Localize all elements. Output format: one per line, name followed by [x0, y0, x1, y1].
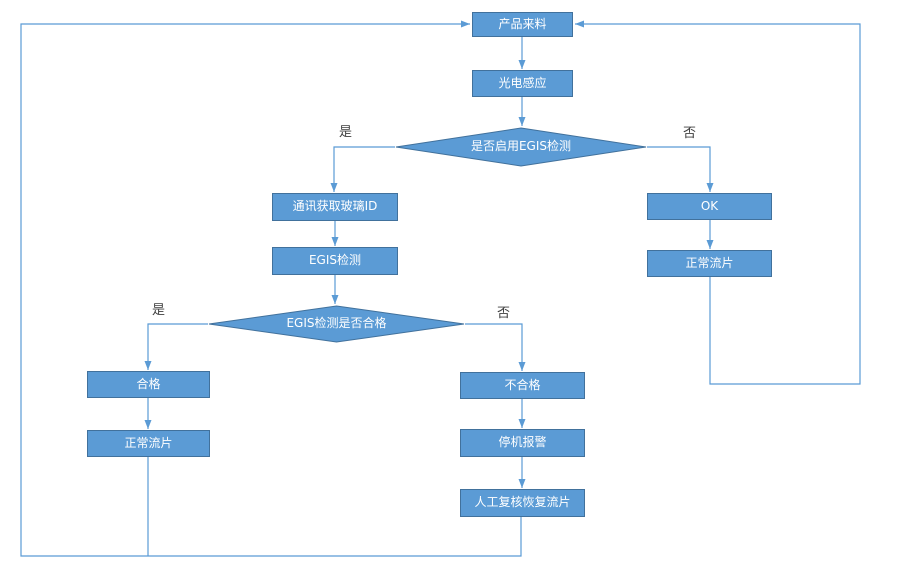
diamond-shape — [395, 127, 647, 167]
node-stop-alarm[interactable]: 停机报警 — [460, 429, 585, 457]
node-unqualified[interactable]: 不合格 — [460, 372, 585, 399]
node-ok[interactable]: OK — [647, 193, 772, 220]
node-normal-flow-right-label: 正常流片 — [685, 255, 734, 270]
node-egis-qualified-decision-label: EGIS检测是否合格 — [286, 316, 387, 331]
node-product-incoming[interactable]: 产品来料 — [472, 12, 573, 37]
edge-label-enable-no: 否 — [683, 126, 697, 141]
edge-label-qualified-no: 否 — [497, 306, 511, 321]
edge-label-qualified-yes: 是 — [152, 303, 166, 318]
node-product-incoming-label: 产品来料 — [498, 16, 547, 31]
node-qualified[interactable]: 合格 — [87, 371, 210, 398]
node-normal-flow-right[interactable]: 正常流片 — [647, 250, 772, 277]
node-photoelectric-sensor[interactable]: 光电感应 — [472, 70, 573, 97]
edge-label-enable-yes: 是 — [339, 125, 353, 140]
node-photoelectric-sensor-label: 光电感应 — [498, 75, 547, 90]
connector-enable-egis-no-to-ok — [647, 146, 714, 192]
node-get-glass-id[interactable]: 通讯获取玻璃ID — [272, 193, 398, 221]
connector-manual-review-loop-to-incoming — [20, 20, 522, 557]
node-manual-review-label: 人工复核恢复流片 — [474, 495, 571, 510]
node-get-glass-id-label: 通讯获取玻璃ID — [292, 199, 378, 214]
connector-egis-qualified-no-to-unqualified — [465, 323, 526, 371]
node-unqualified-label: 不合格 — [504, 377, 541, 392]
node-egis-check-label: EGIS检测 — [308, 253, 362, 268]
node-normal-flow-left[interactable]: 正常流片 — [87, 430, 210, 457]
node-egis-qualified-decision[interactable]: EGIS检测是否合格 — [208, 305, 465, 343]
node-enable-egis-decision-label: 是否启用EGIS检测 — [470, 139, 572, 154]
connector-enable-egis-yes-to-get-glass-id — [330, 146, 395, 192]
node-normal-flow-left-label: 正常流片 — [124, 435, 173, 450]
node-qualified-label: 合格 — [136, 376, 161, 391]
diamond-shape — [208, 305, 465, 343]
node-enable-egis-decision[interactable]: 是否启用EGIS检测 — [395, 127, 647, 167]
connector-egis-qualified-yes-to-qualified — [144, 323, 208, 370]
node-manual-review[interactable]: 人工复核恢复流片 — [460, 489, 585, 517]
node-egis-check[interactable]: EGIS检测 — [272, 247, 398, 275]
node-ok-label: OK — [700, 198, 719, 213]
connector-normal-flow-right-loop-to-incoming — [575, 20, 861, 385]
node-stop-alarm-label: 停机报警 — [498, 435, 547, 450]
